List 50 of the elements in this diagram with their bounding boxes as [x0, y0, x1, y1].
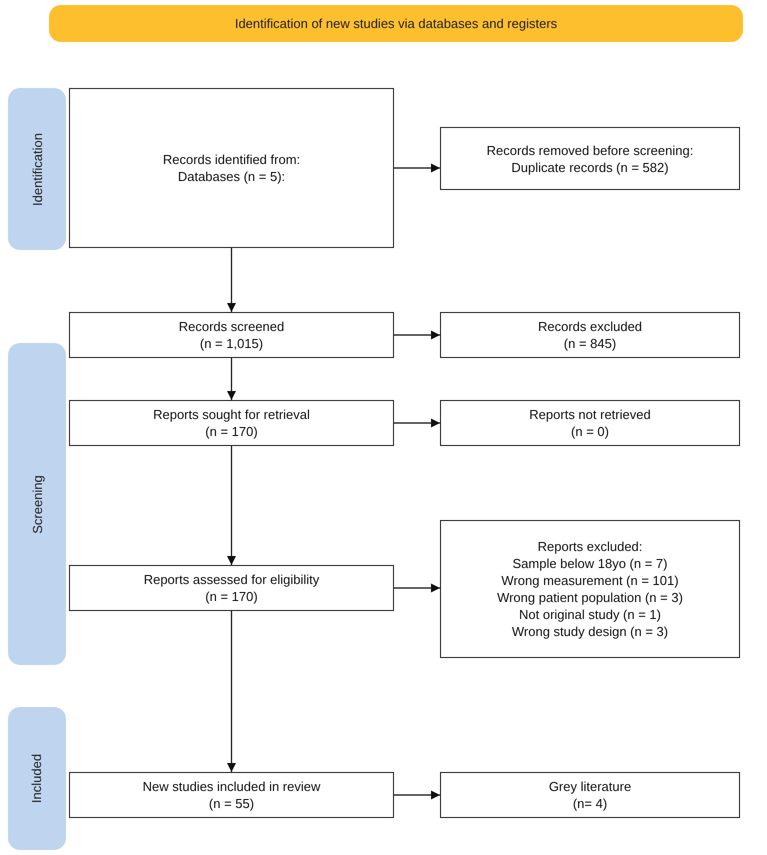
box-text: (n = 845): [564, 335, 616, 352]
box-text: Records removed before screening:: [486, 142, 694, 158]
process-box: [440, 400, 740, 446]
arrow: [227, 611, 236, 772]
box-text: Wrong patient population (n = 3): [497, 589, 683, 606]
arrow: [394, 790, 440, 800]
process-box: [69, 772, 394, 818]
box-text: Duplicate records (n = 582): [511, 158, 669, 176]
box-text: Wrong measurement (n = 101): [501, 572, 679, 589]
stage-label: Screening: [30, 474, 44, 534]
box-text: Records identified from:: [162, 151, 300, 168]
box-text: Reports excluded:: [538, 538, 642, 555]
box-text: (n = 170): [205, 423, 258, 440]
arrow: [227, 358, 236, 400]
box-text: (n = 55): [208, 795, 254, 812]
box-text: Records excluded: [538, 318, 642, 335]
process-box: [69, 400, 394, 446]
arrow: [227, 248, 236, 312]
process-box: [69, 565, 394, 611]
stage-band: [8, 343, 66, 665]
box-text: New studies included in review: [142, 778, 320, 795]
arrow: [227, 446, 236, 565]
arrow: [394, 164, 440, 172]
process-box: [440, 520, 740, 658]
box-text: Grey literature: [548, 778, 632, 795]
stage-band: [8, 707, 66, 850]
box-text: Reports sought for retrieval: [153, 406, 310, 423]
box-text: (n = 170): [205, 588, 258, 605]
arrow: [394, 584, 440, 592]
arrow: [394, 330, 440, 340]
box-text: (n= 4): [572, 795, 608, 812]
stage-band: [8, 88, 66, 250]
box-text: Reports not retrieved: [529, 406, 651, 423]
process-box: [69, 312, 394, 358]
title-banner: Identification of new studies via databases and registers: [49, 5, 743, 42]
stage-label: Included: [30, 754, 44, 804]
box-text: Databases (n = 5):: [178, 168, 286, 185]
box-text: Not original study (n = 1): [519, 606, 661, 623]
box-text: (n = 1,015): [200, 335, 264, 352]
box-text: Wrong study design (n = 3): [512, 623, 668, 640]
box-text: (n = 0): [571, 423, 609, 440]
process-box: [440, 772, 740, 818]
box-text: Sample below 18yo (n = 7): [512, 555, 668, 572]
box-text: Records screened: [178, 318, 284, 335]
process-box: [440, 312, 740, 358]
process-box: [440, 127, 740, 190]
arrow: [394, 418, 440, 428]
stage-label: Identification: [30, 132, 44, 206]
box-text: Reports assessed for eligibility: [144, 571, 320, 588]
process-box: [69, 88, 394, 248]
